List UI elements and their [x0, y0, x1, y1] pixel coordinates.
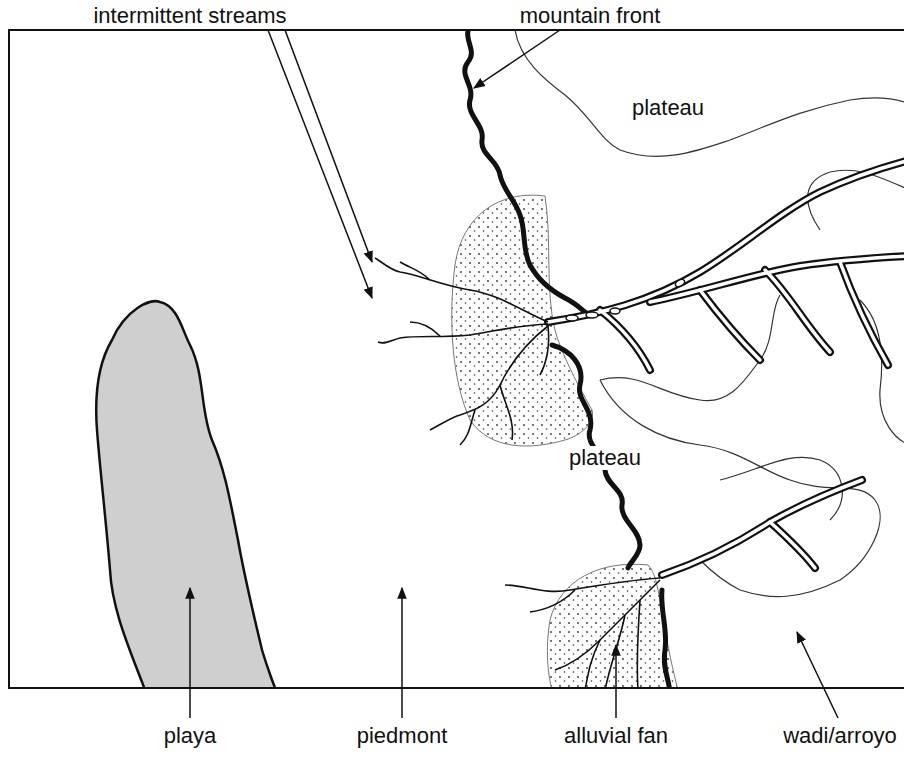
callout-label: alluvial fan — [564, 724, 668, 748]
mountain-front — [465, 30, 670, 688]
playa-area — [96, 301, 276, 688]
callout-label: piedmont — [357, 724, 448, 748]
callout-label: playa — [164, 724, 217, 748]
region-label: plateau — [629, 96, 707, 120]
contour-lines — [515, 30, 904, 597]
callout-label: wadi/arroyo — [783, 724, 897, 748]
leader-lines — [190, 30, 838, 718]
wadi-channels — [548, 160, 904, 575]
map-frame — [9, 30, 904, 688]
intermittent-streams — [375, 258, 660, 688]
region-label: plateau — [566, 446, 644, 470]
callout-label: intermittent streams — [93, 4, 286, 28]
callout-label: mountain front — [520, 4, 661, 28]
